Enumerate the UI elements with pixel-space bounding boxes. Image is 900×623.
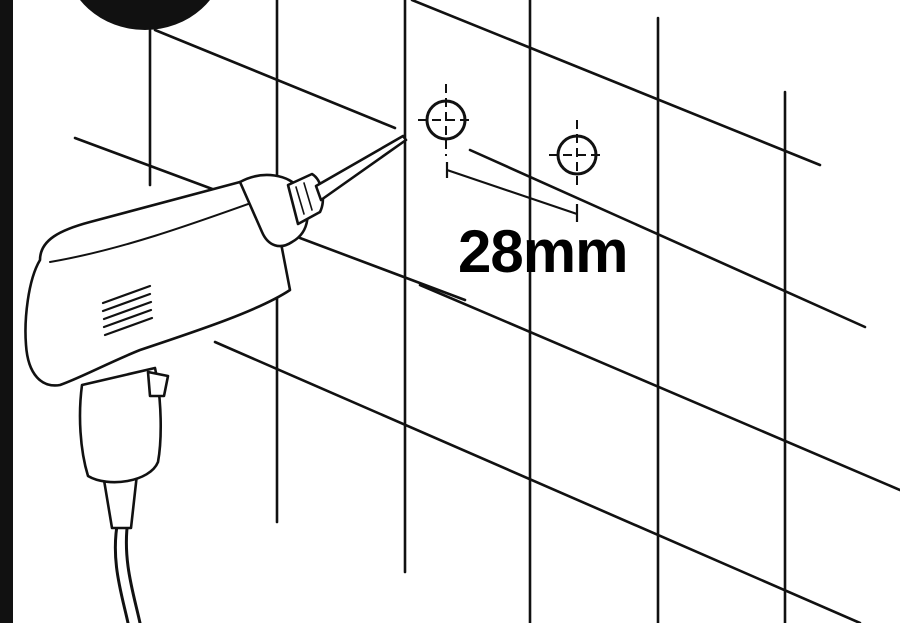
- grout-diagonal: [298, 236, 467, 302]
- vent-grille: [101, 284, 154, 337]
- left-edge-bar: [0, 0, 13, 623]
- grout-diagonal: [468, 148, 867, 329]
- grout-diagonal: [410, 0, 822, 167]
- dimension-bracket: [445, 162, 579, 222]
- tile-grid: [73, 0, 900, 623]
- dimension-label: 28mm: [458, 218, 628, 285]
- drill-icon: [24, 134, 408, 623]
- grout-diagonal: [418, 283, 900, 492]
- crosshair-icon: [549, 120, 605, 190]
- grout-diagonal: [153, 28, 397, 130]
- grout-diagonal: [73, 136, 217, 192]
- grout-diagonal: [213, 340, 862, 623]
- crosshair-icon: [418, 84, 474, 156]
- step-badge: [80, 0, 210, 30]
